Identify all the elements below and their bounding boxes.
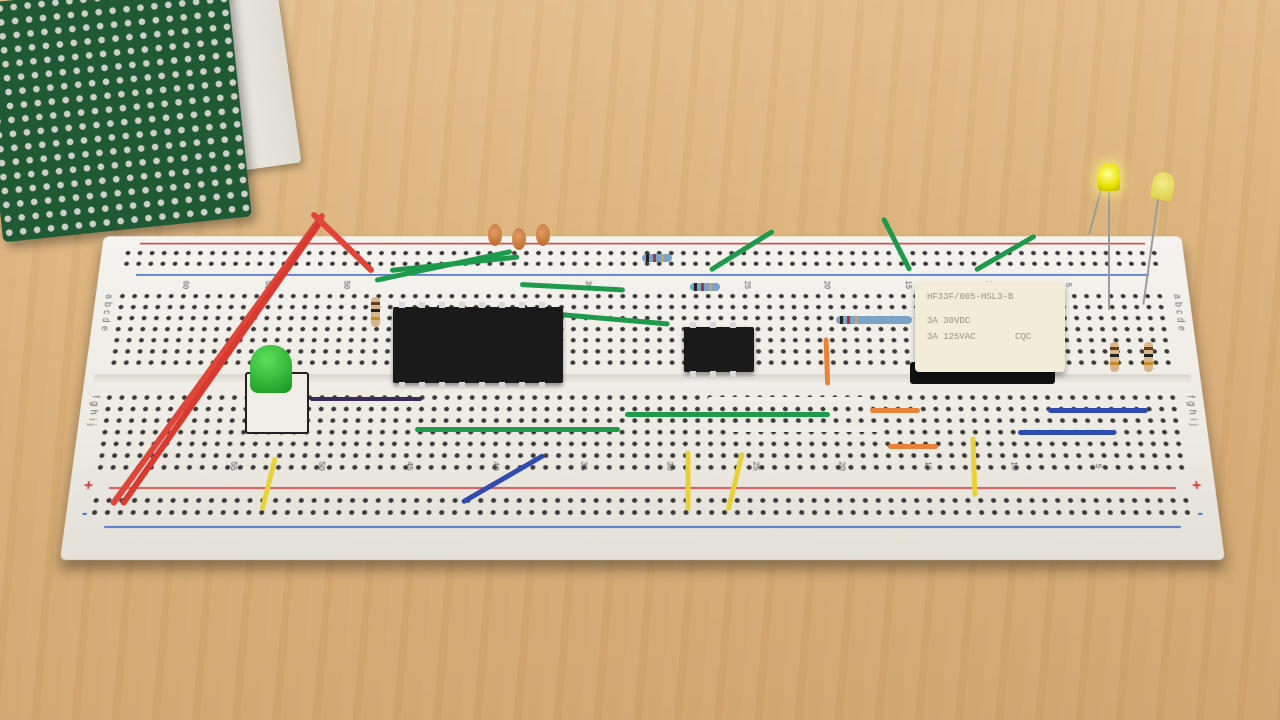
green-jumper-wire bbox=[625, 412, 830, 417]
row-letters-right-bottom: fghij bbox=[1184, 395, 1200, 430]
relay: HF33F/005-HSL3-B 3A 30VDC 3A 125VAC CQC bbox=[915, 282, 1065, 372]
purple-jumper-wire bbox=[310, 397, 422, 401]
col-num-bottom: 25 bbox=[751, 461, 762, 471]
top-positive-rail-line bbox=[139, 242, 1146, 245]
green-jumper-wire bbox=[415, 427, 620, 432]
col-num-top: 50 bbox=[342, 280, 353, 290]
green-prototype-pcb bbox=[0, 0, 252, 243]
relay-part-number: HF33F/005-HSL3-B bbox=[927, 292, 1014, 302]
orange-jumper-wire bbox=[888, 444, 938, 449]
col-num-bottom: 45 bbox=[405, 461, 416, 471]
col-num-top: 25 bbox=[743, 280, 753, 290]
resistor bbox=[1144, 342, 1153, 372]
top-negative-rail-line bbox=[135, 274, 1150, 276]
orange-jumper-wire bbox=[870, 408, 920, 413]
col-num-bottom: 15 bbox=[923, 461, 934, 471]
ceramic-capacitor bbox=[536, 224, 550, 246]
row-letters-right-top: abcde bbox=[1171, 294, 1187, 335]
resistor bbox=[642, 254, 672, 262]
col-num-bottom: 5 bbox=[1093, 463, 1104, 469]
rail-plus-sign-right: + bbox=[1191, 477, 1203, 494]
resistor bbox=[1110, 342, 1119, 372]
resistor bbox=[371, 297, 380, 327]
col-num-bottom: 50 bbox=[316, 461, 328, 471]
relay-rating-dc: 3A 30VDC bbox=[927, 316, 971, 326]
col-num-bottom: 35 bbox=[579, 461, 590, 471]
col-num-top: 60 bbox=[180, 280, 192, 290]
white-jumper-wire bbox=[728, 428, 880, 432]
bottom-negative-rail-line bbox=[104, 526, 1181, 528]
yellow-jumper-wire bbox=[685, 450, 691, 511]
ceramic-capacitor bbox=[512, 228, 526, 250]
col-num-top: 20 bbox=[822, 280, 833, 290]
dip-ic-8pin bbox=[684, 322, 754, 377]
col-num-bottom: 40 bbox=[491, 461, 502, 471]
dip-ic-large bbox=[393, 302, 563, 388]
blue-jumper-wire bbox=[1048, 408, 1148, 413]
col-num-bottom: 30 bbox=[665, 461, 676, 471]
yellow-led-lit bbox=[1098, 163, 1120, 191]
col-num-bottom: 10 bbox=[1009, 461, 1021, 471]
relay-rating-ac: 3A 125VAC bbox=[927, 332, 976, 342]
col-num-top: 15 bbox=[903, 280, 914, 290]
rail-minus-sign-right: - bbox=[1196, 505, 1204, 522]
blue-jumper-wire bbox=[1018, 430, 1116, 435]
row-letters-left-bottom: fghij bbox=[85, 395, 101, 430]
relay-cert-mark: CQC bbox=[1015, 332, 1032, 342]
led-leg bbox=[1108, 190, 1110, 310]
push-button bbox=[250, 345, 292, 393]
resistor bbox=[690, 283, 720, 291]
bottom-power-rail-holes bbox=[87, 494, 1198, 521]
col-num-bottom: 20 bbox=[837, 461, 848, 471]
col-num-bottom: 55 bbox=[228, 461, 240, 471]
rail-plus-sign-left: + bbox=[82, 477, 94, 494]
col-num-top: 5 bbox=[1063, 282, 1074, 287]
resistor bbox=[836, 316, 912, 324]
white-jumper-wire bbox=[708, 397, 866, 401]
ceramic-capacitor bbox=[488, 224, 502, 246]
